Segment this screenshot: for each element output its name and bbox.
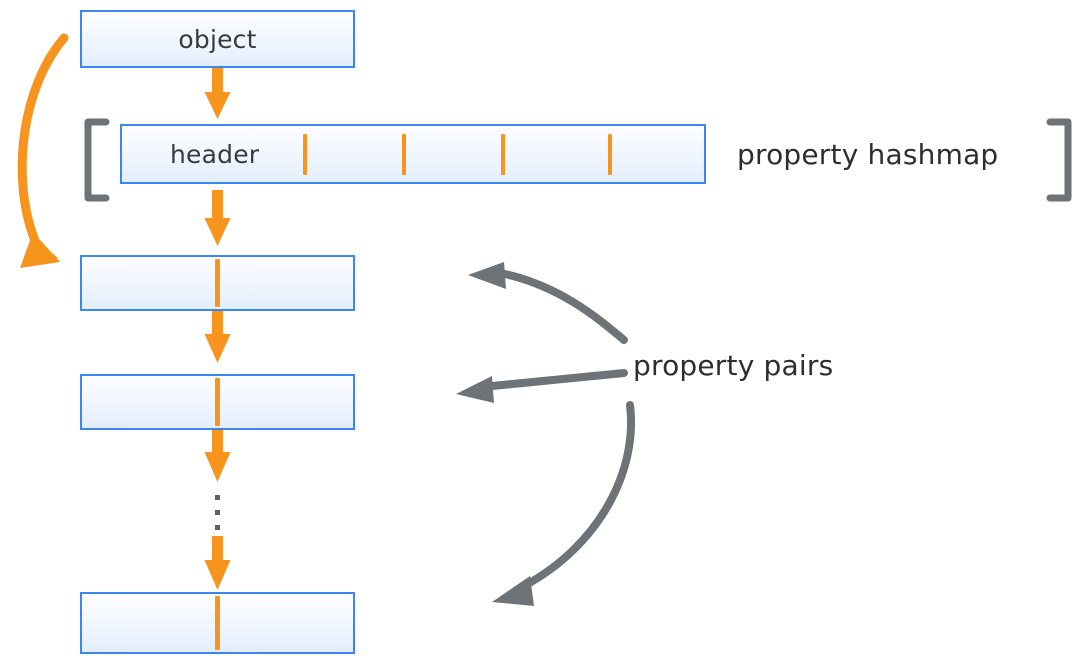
property-hashmap-box[interactable]: header <box>120 124 706 184</box>
ellipsis-to-last-arrow <box>204 536 231 590</box>
object-box[interactable]: object <box>80 10 355 68</box>
header-to-pair1-arrow <box>204 190 231 246</box>
hashmap-slot-divider-2 <box>402 134 406 175</box>
pairs-to-pair2-arrow <box>456 369 628 403</box>
pair1-to-pair2-arrow <box>204 311 231 363</box>
object-to-header-arrow <box>204 68 231 119</box>
object-to-pair1-curve-arrow <box>17 33 69 268</box>
property-pairs-annotation: property pairs <box>633 349 834 382</box>
ellipsis-dot-3 <box>215 525 220 530</box>
open-bracket <box>84 118 110 202</box>
object-box-label: object <box>178 24 257 54</box>
pairs-to-last-arrow <box>492 401 635 606</box>
header-label: header <box>170 139 260 169</box>
hashmap-slot-divider-3 <box>501 134 505 175</box>
hashmap-slot-divider-4 <box>608 134 612 175</box>
close-bracket <box>1046 118 1072 202</box>
pair2-internal-divider <box>215 378 220 426</box>
pairs-to-pair1-arrow <box>468 262 628 344</box>
ellipsis-dot-1 <box>215 495 220 500</box>
property-hashmap-annotation: property hashmap <box>737 138 999 171</box>
pair1-internal-divider <box>215 259 220 307</box>
ellipsis-dot-2 <box>215 510 220 515</box>
last-pair-internal-divider <box>215 596 220 650</box>
pair2-to-ellipsis-arrow <box>204 428 231 482</box>
hashmap-slot-divider-1 <box>303 134 307 175</box>
